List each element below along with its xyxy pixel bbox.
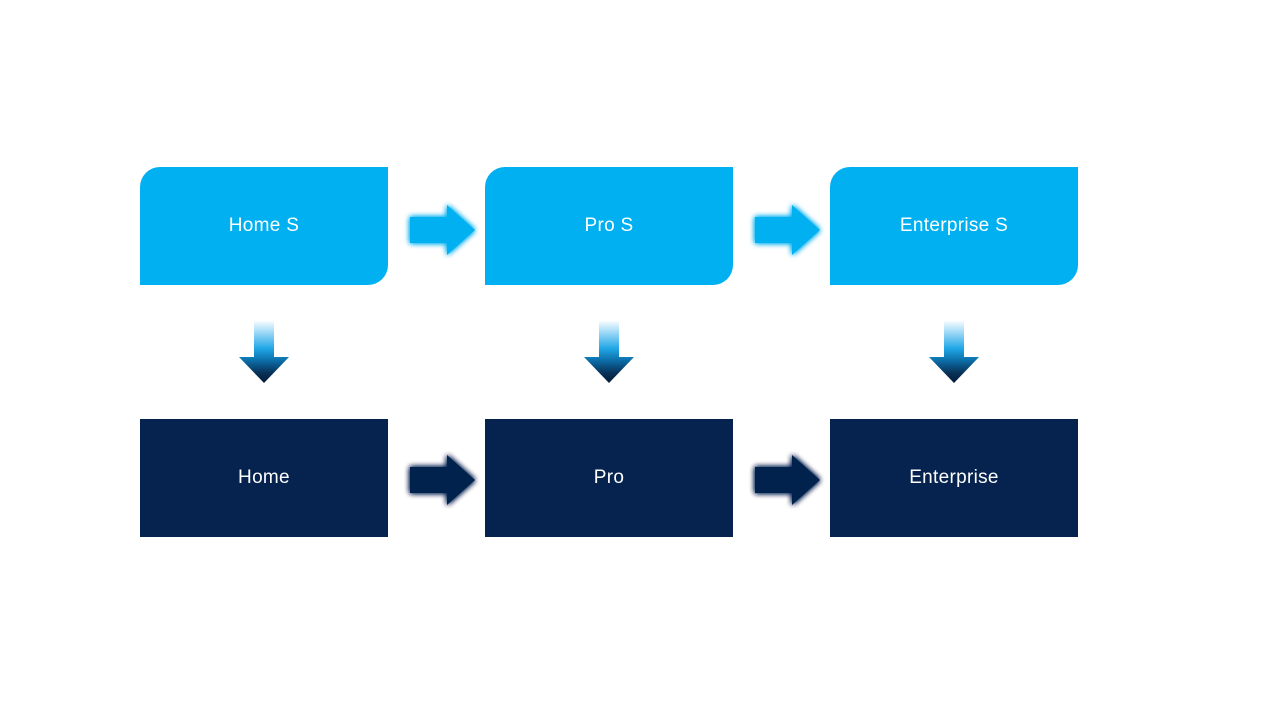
node-pro: Pro (485, 419, 733, 537)
down-arrow-icon (239, 320, 289, 383)
node-enterprise-s: Enterprise S (830, 167, 1078, 285)
right-arrow-icon (755, 205, 820, 255)
node-pro-s: Pro S (485, 167, 733, 285)
node-home-label: Home (238, 467, 290, 488)
right-arrow-icon (410, 205, 475, 255)
node-home-s: Home S (140, 167, 388, 285)
node-enterprise-s-label: Enterprise S (899, 215, 1009, 236)
node-pro-s-label: Pro S (584, 215, 634, 236)
node-home-s-label: Home S (228, 215, 300, 236)
node-enterprise-label: Enterprise (909, 467, 999, 488)
node-pro-label: Pro (593, 467, 625, 488)
node-home: Home (140, 419, 388, 537)
right-arrow-icon (410, 455, 475, 505)
node-enterprise: Enterprise (830, 419, 1078, 537)
down-arrow-icon (584, 320, 634, 383)
down-arrow-icon (929, 320, 979, 383)
right-arrow-icon (755, 455, 820, 505)
